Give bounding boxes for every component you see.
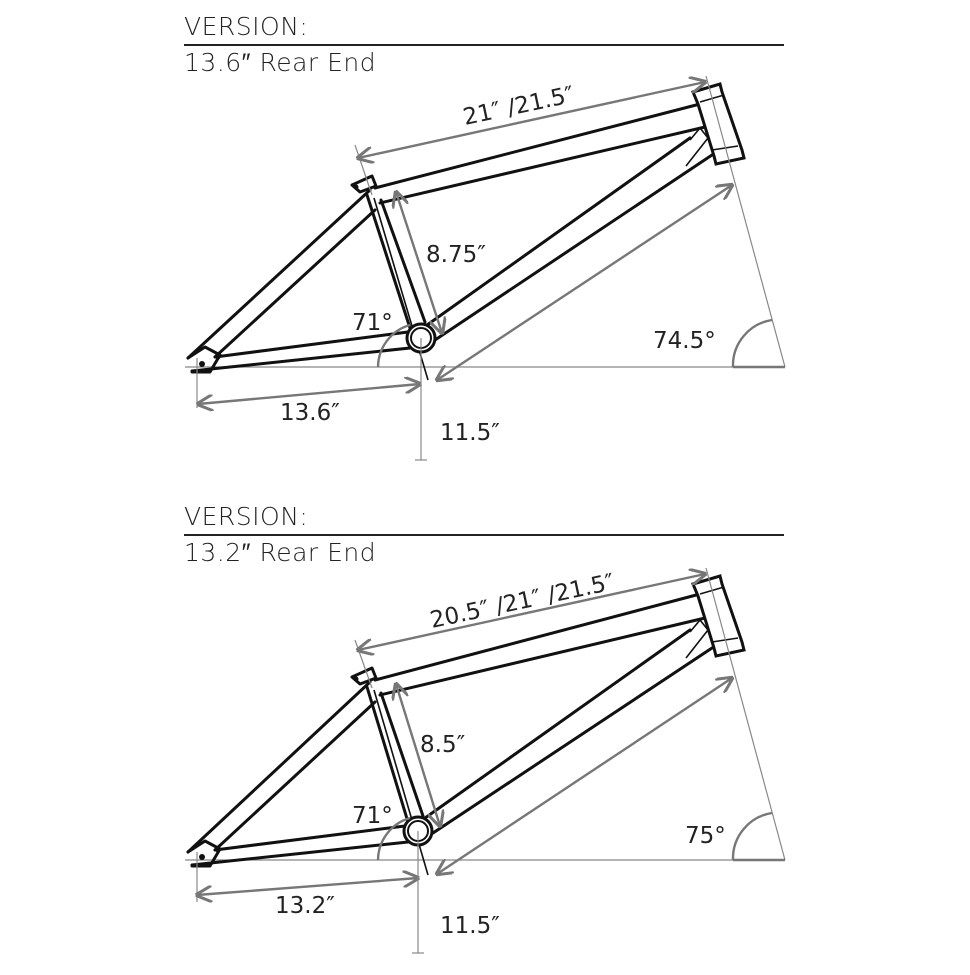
seat-angle-arc <box>376 816 411 861</box>
chainstay-dimension-arrow <box>197 878 418 895</box>
chain-stay <box>190 824 410 867</box>
seat-angle-arc <box>376 323 411 368</box>
head-angle-arc <box>731 811 773 861</box>
head-tube <box>685 82 746 167</box>
seat-tube-length-label: 8.5″ <box>420 732 466 758</box>
head-angle-arc <box>731 318 773 368</box>
rear-end-label: 13.6″ Rear End <box>184 48 377 77</box>
bb-height-label: 11.5″ <box>440 913 500 939</box>
heading-divider <box>184 44 784 46</box>
seat-angle-label: 71° <box>352 803 393 829</box>
down-tube <box>418 136 714 342</box>
bmx-frame-diagram: 20.5″ /21″ /21.5″ 8.5″ 71° 75° 13.2″ 11.… <box>185 490 786 954</box>
seat-tube-length-label: 8.75″ <box>426 242 486 268</box>
rear-dropout <box>186 345 222 374</box>
bmx-frame-diagram: 21″ /21.5″ 8.75″ 71° 74.5° 13.6″ 11.5″ <box>185 0 786 461</box>
chainstay-length-label: 13.2″ <box>275 893 335 919</box>
rear-end-label: 13.2″ Rear End <box>184 538 377 567</box>
version-heading: VERSION: <box>184 502 309 531</box>
head-angle-label: 74.5° <box>653 328 716 354</box>
head-tube <box>685 574 746 659</box>
frame-geometry-panel-13-6: VERSION: 13.6″ Rear End <box>0 0 970 485</box>
bb-height-label: 11.5″ <box>440 420 500 446</box>
seat-stay <box>186 680 377 854</box>
chainstay-dimension-arrow <box>198 384 420 404</box>
front-center-dimension-arrow <box>437 678 732 874</box>
seat-tube-dimension-arrow <box>396 684 440 826</box>
seat-angle-label: 71° <box>352 310 393 336</box>
top-tube-dimension-arrow <box>358 574 705 650</box>
heading-divider <box>184 534 784 536</box>
seat-clamp <box>350 666 378 686</box>
frame-geometry-panel-13-2: VERSION: 13.2″ Rear End <box>0 490 970 975</box>
seat-clamp <box>350 174 378 194</box>
version-heading: VERSION: <box>184 12 309 41</box>
front-center-dimension-arrow <box>437 185 732 380</box>
head-angle-label: 75° <box>685 823 726 849</box>
rear-dropout <box>186 839 222 868</box>
chain-stay <box>190 330 412 373</box>
top-tube-dimension-arrow <box>358 82 705 158</box>
head-tube-axis <box>705 75 786 368</box>
head-tube-axis <box>705 567 786 861</box>
seat-stay <box>186 188 377 360</box>
chainstay-length-label: 13.6″ <box>280 400 340 426</box>
